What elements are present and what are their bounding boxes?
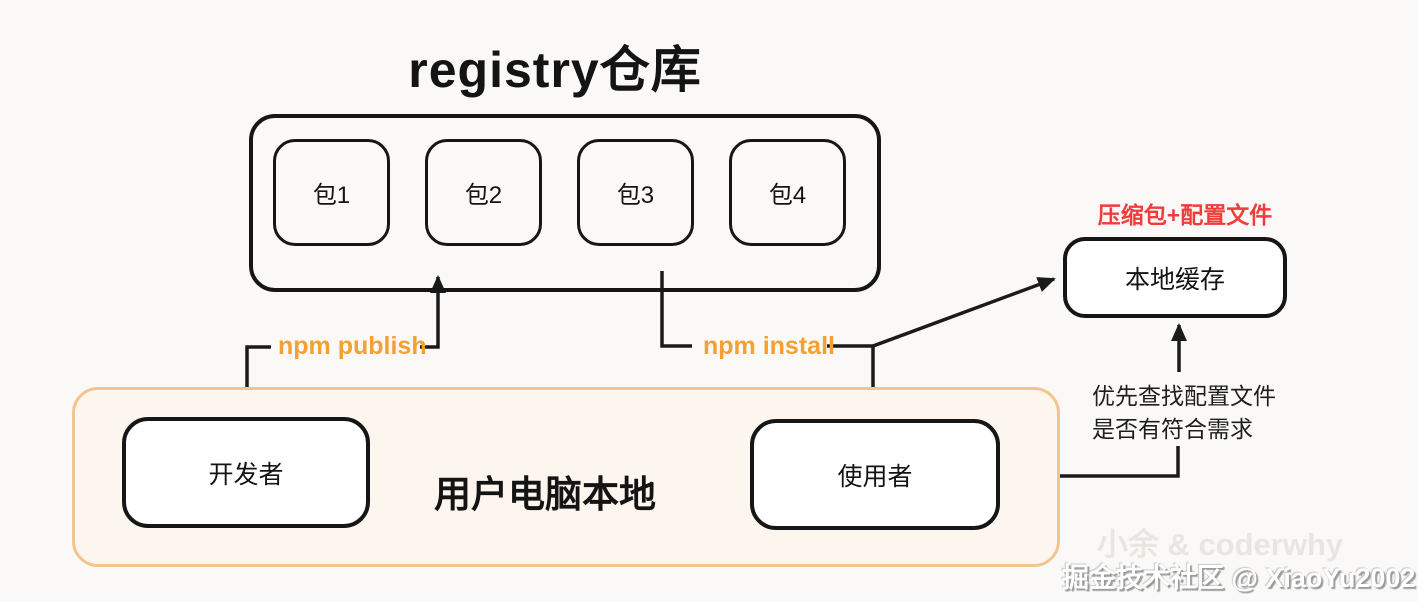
npm-publish-label: npm publish [278, 332, 427, 360]
package-1-box: 包1 [273, 139, 390, 246]
local-cache-box: 本地缓存 [1063, 237, 1287, 318]
package-2-label: 包2 [464, 182, 503, 209]
lookup-note-line1: 优先查找配置文件 [1092, 383, 1276, 409]
lookup-note: 优先查找配置文件 是否有符合需求 [1092, 380, 1292, 446]
developer-label: 开发者 [208, 460, 284, 489]
user-label: 使用者 [837, 462, 913, 491]
developer-box: 开发者 [122, 417, 370, 528]
package-1-label: 包1 [312, 182, 351, 209]
npm-install-label: npm install [703, 332, 835, 360]
local-computer-label: 用户电脑本地 [434, 474, 656, 515]
cache-content-note: 压缩包+配置文件 [1097, 202, 1273, 228]
lookup-note-line2: 是否有符合需求 [1092, 416, 1253, 442]
package-3-label: 包3 [616, 182, 655, 209]
package-2-box: 包2 [425, 139, 542, 246]
registry-container: 包1 包2 包3 包4 [249, 114, 881, 292]
package-3-box: 包3 [577, 139, 694, 246]
user-box: 使用者 [750, 419, 1000, 530]
package-4-label: 包4 [768, 182, 807, 209]
install-arrow-to-cache [872, 277, 1056, 348]
local-cache-label: 本地缓存 [1124, 265, 1225, 294]
watermark-juejin: 掘金技术社区 @ XiaoYu2002 [1062, 563, 1416, 593]
diagram-title: registry仓库 [408, 42, 702, 98]
watermark-coderwhy: 小余 & coderwhy [1096, 527, 1344, 562]
package-4-box: 包4 [729, 139, 846, 246]
